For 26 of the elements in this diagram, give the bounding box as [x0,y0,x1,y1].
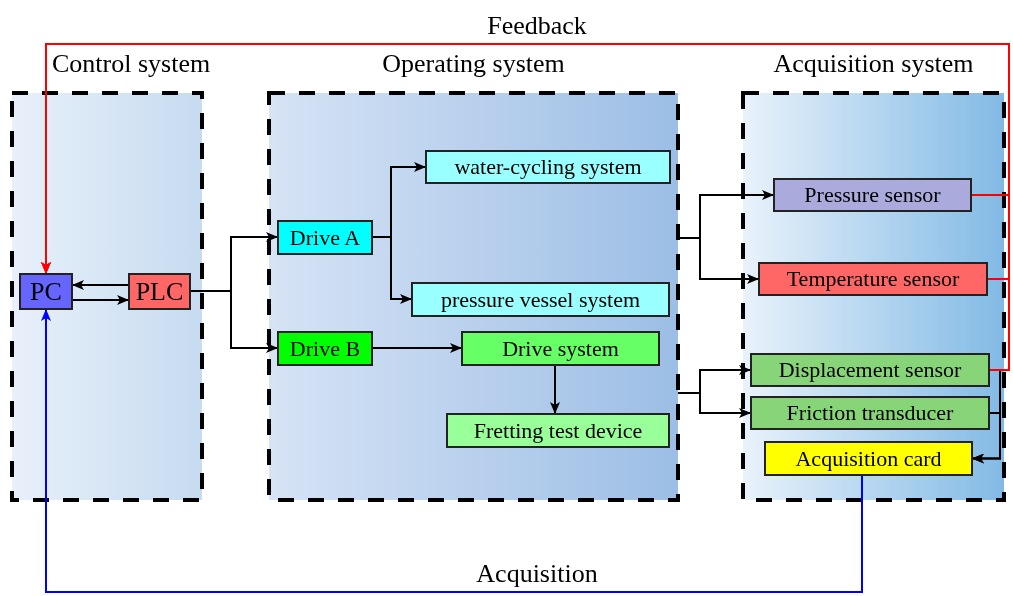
arrow [372,236,412,304]
arrow [72,280,129,290]
process-box: Temperature sensor [758,262,988,296]
arrow [41,43,1010,371]
process-box: PLC [128,273,191,310]
process-box: Pressure sensor [773,178,972,212]
process-box: PC [19,273,73,310]
arrow [972,412,1001,464]
process-box: Drive A [277,220,373,255]
arrow [372,343,462,353]
group-heading: Acquisition system [773,49,974,79]
process-box: pressure vessel system [411,282,670,317]
arrow [677,392,751,418]
process-box: Fretting test device [446,413,670,448]
arrow [550,365,560,414]
group-heading: Operating system [382,49,565,79]
process-box: Drive B [277,331,373,366]
group-heading: Control system [52,49,211,79]
arrow [41,309,863,593]
process-box: Displacement sensor [750,353,990,387]
arrow [72,295,129,305]
arrow [677,237,759,284]
process-box: water-cycling system [425,150,671,184]
process-box: Acquisition card [764,441,973,476]
process-box: Drive system [461,331,660,366]
process-box: Friction transducer [750,396,990,430]
